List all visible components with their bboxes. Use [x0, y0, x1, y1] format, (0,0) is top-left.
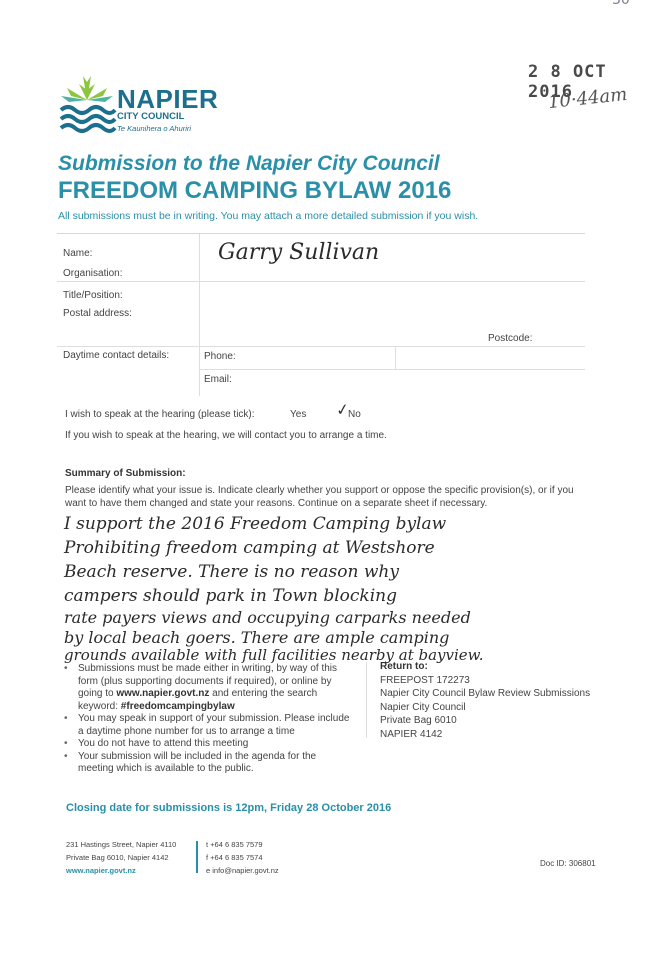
- list-item: You do not have to attend this meeting: [62, 738, 352, 751]
- form-title: Submission to the Napier City Council: [58, 152, 440, 175]
- form-divider: [57, 346, 585, 347]
- search-keyword: #freedomcampingbylaw: [120, 700, 235, 712]
- summary-instructions: Please identify what your issue is. Indi…: [65, 485, 574, 509]
- speak-question: I wish to speak at the hearing (please t…: [65, 409, 255, 420]
- handwritten-line: rate payers views and occupying carparks…: [64, 608, 471, 627]
- return-line: FREEPOST 172273: [380, 674, 470, 686]
- footer-phone: t +64 6 835 7579: [206, 840, 263, 849]
- speak-no-option[interactable]: No: [348, 409, 361, 420]
- postal-address-label: Postal address:: [63, 308, 132, 319]
- closing-date: Closing date for submissions is 12pm, Fr…: [66, 802, 392, 814]
- return-line: Napier City Council: [380, 701, 466, 713]
- handwritten-line: by local beach goers. There are ample ca…: [64, 628, 450, 647]
- footer-address: 231 Hastings Street, Napier 4110 Private…: [66, 838, 176, 877]
- footer-contacts: t +64 6 835 7579 f +64 6 835 7574 e info…: [206, 838, 279, 877]
- return-line: NAPIER 4142: [380, 728, 443, 740]
- corner-mark: 30: [612, 0, 630, 8]
- logo-emblem-icon: [59, 76, 117, 133]
- email-label: Email:: [204, 374, 232, 385]
- phone-label: Phone:: [204, 351, 236, 362]
- title-position-label: Title/Position:: [63, 290, 123, 301]
- handwritten-line: Prohibiting freedom camping at Westshore: [64, 538, 435, 558]
- submission-instruction: All submissions must be in writing. You …: [58, 210, 479, 222]
- name-label: Name:: [63, 248, 93, 259]
- return-address: Return to: FREEPOST 172273 Napier City C…: [380, 660, 590, 741]
- footer-website-link[interactable]: www.napier.govt.nz: [66, 866, 136, 875]
- name-field[interactable]: Garry Sullivan: [218, 240, 380, 265]
- footer-address-line: 231 Hastings Street, Napier 4110: [66, 840, 177, 849]
- return-divider: [366, 662, 367, 738]
- speak-note: If you wish to speak at the hearing, we …: [65, 430, 387, 441]
- received-date-stamp: 2 8 OCT 2016: [528, 62, 607, 102]
- form-divider: [199, 234, 200, 396]
- list-item: Submissions must be made either in writi…: [62, 663, 352, 713]
- handwritten-line: Beach reserve. There is no reason why: [64, 562, 399, 582]
- website-link[interactable]: www.napier.govt.nz: [116, 688, 210, 699]
- form-subtitle: FREEDOM CAMPING BYLAW 2016: [58, 177, 452, 204]
- contact-form: [57, 233, 585, 396]
- footer-divider: [196, 841, 198, 873]
- logo-maori: Te Kaunihera o Ahuriri: [117, 124, 192, 133]
- handwritten-line: I support the 2016 Freedom Camping bylaw: [64, 514, 447, 534]
- speak-yes-option[interactable]: Yes: [290, 409, 307, 420]
- organisation-label: Organisation:: [63, 268, 123, 279]
- logo-council: CITY COUNCIL: [117, 111, 185, 122]
- footer-fax: f +64 6 835 7574: [206, 853, 263, 862]
- daytime-contact-label: Daytime contact details:: [63, 350, 170, 361]
- napier-logo: [57, 70, 237, 140]
- form-divider: [57, 281, 585, 282]
- handwritten-line: campers should park in Town blocking: [64, 586, 397, 606]
- form-divider: [395, 346, 396, 370]
- list-item: Your submission will be included in the …: [62, 751, 352, 776]
- handwritten-line: grounds available with full facilities n…: [64, 646, 484, 664]
- footer-address-line: Private Bag 6010, Napier 4142: [66, 853, 169, 862]
- return-line: Private Bag 6010: [380, 715, 457, 726]
- list-item: You may speak in support of your submiss…: [62, 713, 352, 738]
- footer-email[interactable]: e info@napier.govt.nz: [206, 866, 279, 875]
- return-line: Napier City Council Bylaw Review Submiss…: [380, 688, 591, 699]
- summary-heading: Summary of Submission:: [65, 468, 186, 479]
- return-heading: Return to:: [380, 661, 428, 672]
- submission-notes: Submissions must be made either in writi…: [62, 663, 352, 776]
- form-divider: [199, 369, 585, 370]
- postcode-label: Postcode:: [488, 333, 533, 344]
- logo-name: NAPIER: [117, 84, 219, 114]
- doc-id: Doc ID: 306801: [540, 859, 596, 868]
